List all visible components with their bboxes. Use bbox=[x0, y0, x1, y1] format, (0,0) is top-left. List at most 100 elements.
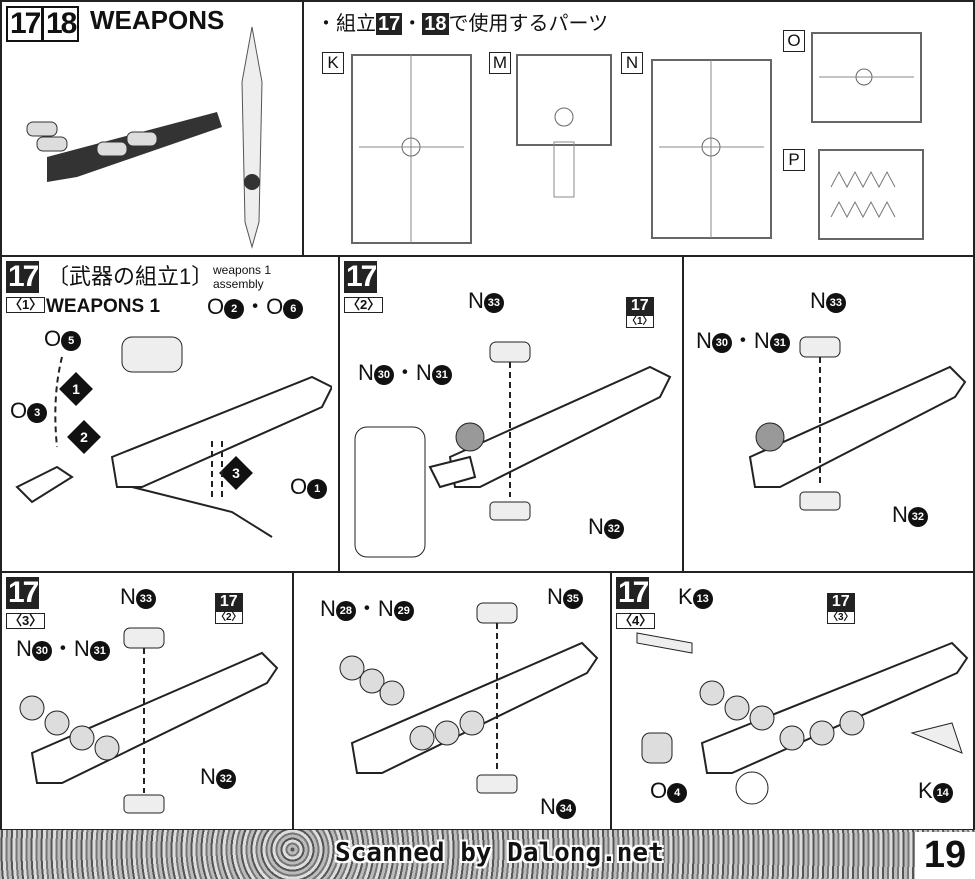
runner-label-n: N bbox=[621, 52, 643, 74]
part-number: 34 bbox=[555, 799, 576, 819]
heading-step-17: 17 bbox=[376, 13, 403, 35]
part-letter: N bbox=[358, 360, 374, 385]
part-letter: N bbox=[200, 764, 216, 789]
part-letter: N bbox=[810, 288, 826, 313]
reference-step: 17〈1〉 bbox=[626, 297, 654, 328]
step-number: 17 bbox=[6, 260, 39, 293]
ref-sub-step: 〈1〉 bbox=[626, 315, 654, 328]
runner-k bbox=[351, 54, 472, 244]
heading-separator: ・ bbox=[402, 13, 423, 35]
part-letter: ・N bbox=[731, 328, 770, 353]
step-number-17: 17 bbox=[6, 6, 44, 42]
part-letter: O bbox=[44, 326, 62, 351]
ref-step-number: 17 bbox=[215, 593, 243, 611]
part-letter: N bbox=[696, 328, 712, 353]
part-letter: O bbox=[650, 778, 668, 803]
heading-step-18: 18 bbox=[422, 13, 449, 35]
part-letter: ・O bbox=[244, 294, 284, 319]
title-en: WEAPONS 1 bbox=[46, 296, 161, 317]
part-number: 2 bbox=[224, 299, 245, 319]
part-letter: ・N bbox=[355, 596, 394, 621]
part-number: 1 bbox=[307, 479, 328, 499]
part-letter: N bbox=[16, 636, 32, 661]
part-number: 30 bbox=[373, 365, 394, 385]
rifle-illustration bbox=[26, 112, 222, 182]
part-letter: N bbox=[892, 502, 908, 527]
part-number: 29 bbox=[393, 601, 414, 621]
part-number: 30 bbox=[711, 333, 732, 353]
rifle-diagram-a bbox=[354, 341, 672, 558]
rifle-diagram-a bbox=[19, 627, 279, 814]
part-number: 14 bbox=[932, 783, 953, 803]
part-number: 32 bbox=[907, 507, 928, 527]
part-number: 5 bbox=[61, 331, 82, 351]
ref-step-number: 17 bbox=[827, 593, 855, 611]
step-number: 17 bbox=[616, 576, 649, 609]
runner-o bbox=[811, 32, 922, 123]
runner-label-m: M bbox=[489, 52, 511, 74]
assembly-note: weapons 1 assembly bbox=[213, 263, 272, 291]
runner-label-p: P bbox=[783, 149, 805, 171]
part-letter: ・N bbox=[51, 636, 90, 661]
reference-step: 17〈3〉 bbox=[827, 593, 855, 624]
ref-sub-step: 〈2〉 bbox=[215, 611, 243, 624]
sub-step-label: 〈4〉 bbox=[616, 613, 656, 629]
part-number: 28 bbox=[335, 601, 356, 621]
part-number: 4 bbox=[667, 783, 688, 803]
ref-sub-step: 〈3〉 bbox=[827, 611, 855, 624]
part-number: 32 bbox=[215, 769, 236, 789]
part-letter: O bbox=[290, 474, 308, 499]
part-letter: O bbox=[207, 294, 225, 319]
heading-prefix: ・組立 bbox=[316, 13, 376, 35]
sub-step-label: 〈1〉 bbox=[6, 297, 46, 313]
part-letter: ・N bbox=[393, 360, 432, 385]
part-letter: N bbox=[468, 288, 484, 313]
reference-step: 17〈2〉 bbox=[215, 593, 243, 624]
sub-step-label: 〈2〉 bbox=[344, 297, 384, 313]
part-number: 31 bbox=[431, 365, 452, 385]
runner-n bbox=[651, 59, 772, 239]
step-number-18: 18 bbox=[42, 6, 80, 42]
part-number: 6 bbox=[283, 299, 304, 319]
heading-suffix: で使用するパーツ bbox=[448, 13, 609, 35]
part-letter: N bbox=[588, 514, 604, 539]
sub-step-label: 〈3〉 bbox=[6, 613, 46, 629]
ref-step-number: 17 bbox=[626, 297, 654, 315]
part-letter: N bbox=[320, 596, 336, 621]
part-number: 33 bbox=[483, 293, 504, 313]
rifle-diagram bbox=[15, 336, 332, 538]
sub-panel-divider bbox=[292, 573, 294, 833]
runner-label-k: K bbox=[322, 52, 344, 74]
part-letter: K bbox=[918, 778, 933, 803]
part-number: 3 bbox=[27, 403, 48, 423]
part-number: 32 bbox=[603, 519, 624, 539]
title-jp: 〔武器の組立1〕 bbox=[47, 264, 214, 289]
part-number: 33 bbox=[825, 293, 846, 313]
part-number: 31 bbox=[89, 641, 110, 661]
section-title: WEAPONS bbox=[90, 5, 225, 35]
page-number: 19 bbox=[915, 832, 975, 879]
part-number: 35 bbox=[562, 589, 583, 609]
runner-p bbox=[818, 149, 924, 240]
